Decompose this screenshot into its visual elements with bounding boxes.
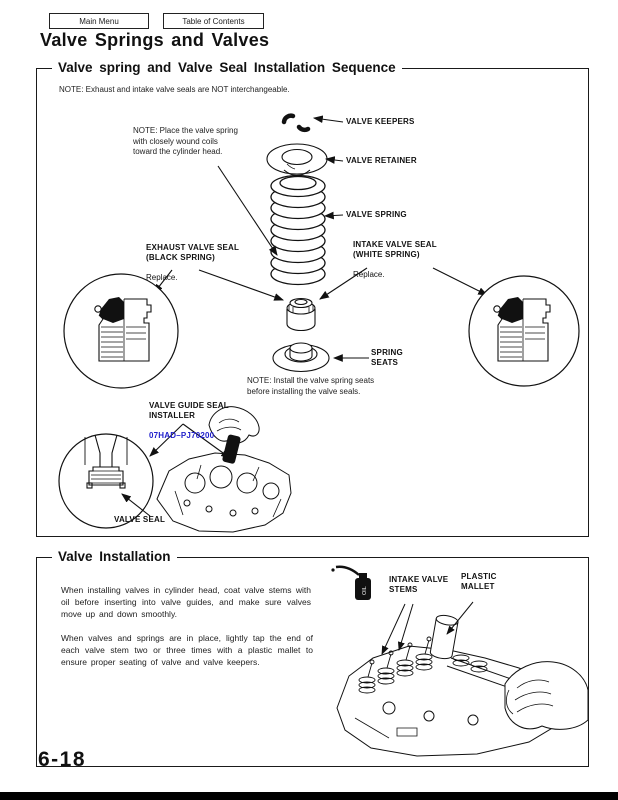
valve-stems-art [358, 636, 488, 694]
label-installer-text: VALVE GUIDE SEAL INSTALLER [149, 401, 229, 420]
label-valve-seal: VALVE SEAL [114, 515, 166, 524]
section-valve-installation: Valve Installation [36, 549, 589, 767]
valve-assembly-illustration [58, 113, 580, 533]
intake-stems-leader-1 [381, 603, 406, 655]
table-of-contents-button[interactable]: Table of Contents [163, 13, 264, 29]
page-title: Valve Springs and Valves [40, 30, 270, 50]
note-spring-leader [217, 165, 278, 256]
installation-paragraph-2: When valves and springs are in place, li… [61, 633, 313, 667]
label-valve-spring: VALVE SPRING [346, 210, 407, 219]
valve-seal-part-art [286, 297, 316, 332]
section2-title: Valve Installation [52, 549, 177, 565]
valve-installation-illustration: OIL [331, 565, 588, 757]
label-plastic-mallet: PLASTIC MALLET [461, 572, 497, 591]
note-install-spring-seats: NOTE: Install the valve spring seats bef… [247, 376, 375, 396]
valve-keepers-art [281, 113, 344, 133]
intake-seal-leader-part [319, 267, 368, 300]
label-valve-retainer: VALVE RETAINER [346, 156, 417, 165]
plastic-mallet-art [429, 614, 459, 660]
section-valve-seal-sequence: Valve spring and Valve Seal Installation… [36, 60, 589, 537]
exhaust-seal-leader-part [198, 269, 285, 301]
installer-leader-circle [149, 423, 184, 457]
valve-seal-inset-circle [58, 433, 154, 529]
label-exhaust-valve-seal-text: EXHAUST VALVE SEAL (BLACK SPRING) [146, 243, 240, 262]
label-exhaust-replace: Replace. [146, 273, 178, 282]
label-intake-valve-seal: INTAKE VALVE SEAL (WHITE SPRING) Replace… [353, 230, 437, 280]
label-valve-keepers: VALVE KEEPERS [346, 117, 415, 126]
page-number: 6-18 [38, 748, 87, 771]
cylinder-head-installer-art [156, 406, 292, 533]
note-spring-orientation: NOTE: Place the valve spring with closel… [133, 126, 238, 156]
label-exhaust-valve-seal: EXHAUST VALVE SEAL (BLACK SPRING) Replac… [146, 233, 239, 283]
installation-paragraph-1: When installing valves in cylinder head,… [61, 585, 311, 619]
label-valve-guide-seal-installer: VALVE GUIDE SEAL INSTALLER 07HAD–PJ70200 [149, 391, 229, 441]
installer-leader-tool [182, 423, 231, 459]
oil-can-icon: OIL [331, 565, 371, 600]
hand-art [504, 661, 588, 730]
scan-edge-bar [0, 792, 618, 800]
oil-can-text: OIL [362, 586, 368, 595]
note-seals-not-interchangeable: NOTE: Exhaust and intake valve seals are… [59, 85, 290, 94]
seal-installer-tool [222, 434, 241, 464]
exhaust-seal-inset-circle [63, 273, 179, 389]
label-intake-valve-seal-text: INTAKE VALVE SEAL (WHITE SPRING) [353, 240, 437, 259]
installer-part-number-link[interactable]: 07HAD–PJ70200 [149, 431, 215, 440]
intake-stems-leader-2 [397, 603, 414, 651]
intake-seal-inset-circle [468, 275, 580, 387]
label-intake-valve-stems: INTAKE VALVE STEMS [389, 575, 449, 594]
mallet-leader [446, 601, 474, 635]
label-intake-replace: Replace. [353, 270, 385, 279]
valve-retainer-art [266, 143, 344, 177]
intake-seal-leader-circle [432, 267, 488, 296]
valve-spring-art [270, 174, 344, 286]
spring-seat-art [272, 342, 369, 373]
section1-title: Valve spring and Valve Seal Installation… [52, 60, 402, 76]
label-spring-seats: SPRING SEATS [371, 348, 403, 367]
main-menu-button[interactable]: Main Menu [49, 13, 149, 29]
